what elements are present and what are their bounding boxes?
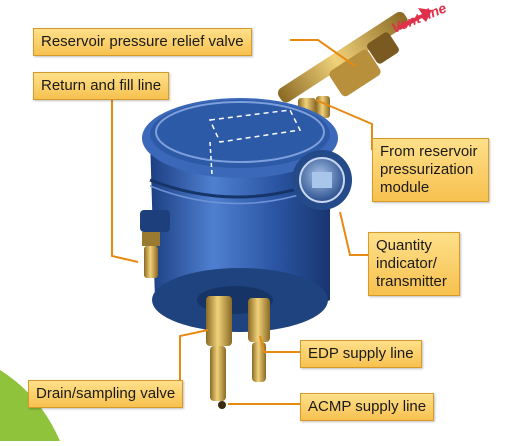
label-pressurization-line2: pressurization [380,161,474,178]
label-drain: Drain/sampling valve [28,380,184,408]
label-acmp: ACMP supply line [300,393,435,421]
label-relief-valve: Reservoir pressure relief valve [33,28,252,56]
leader-quantity [339,211,368,256]
bottom-fittings [197,286,273,409]
vent-arrow-icon [398,8,432,30]
leader-drain [179,329,209,392]
return-fill-fitting [142,232,160,278]
label-quantity-line3: transmitter [376,273,447,290]
label-edp: EDP supply line [300,340,422,368]
label-pressurization-line1: From reservoir [380,143,478,160]
label-pressurization-line3: module [380,179,430,196]
quantity-gauge [292,150,352,210]
label-pressurization: From reservoir pressurization module [372,138,489,202]
label-quantity: Quantity indicator/ transmitter [368,232,460,296]
leader-return-fill [111,94,139,263]
label-quantity-line2: indicator/ [376,255,437,272]
label-return-fill: Return and fill line [33,72,170,100]
label-quantity-line1: Quantity [376,237,432,254]
leader-edp [259,335,300,353]
leader-relief-valve [290,39,356,67]
